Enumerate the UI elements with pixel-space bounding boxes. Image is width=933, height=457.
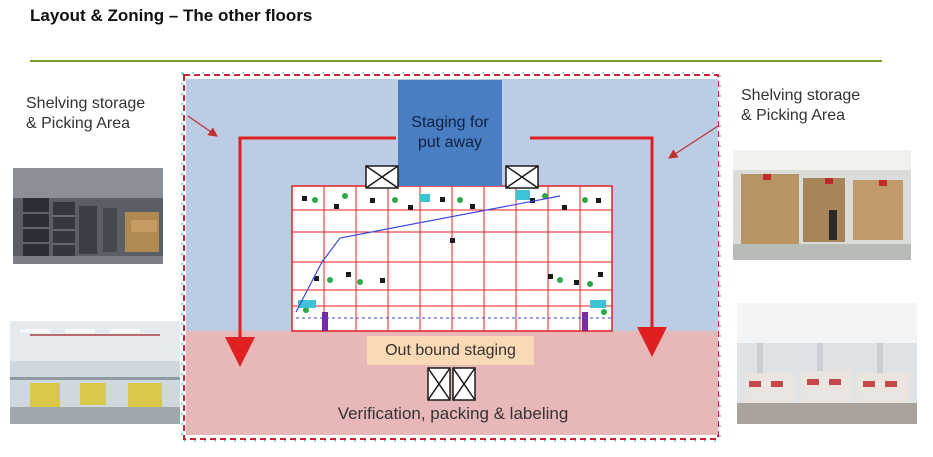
- page-title: Layout & Zoning – The other floors: [30, 6, 313, 25]
- pack-marker-left: [427, 367, 451, 401]
- verification-packing-label: Verification, packing & labeling: [337, 404, 569, 423]
- left-storage-label-line1: Shelving storage: [26, 95, 146, 112]
- empty-warehouse-photo-left: [10, 321, 180, 424]
- right-storage-label-line1: Shelving storage: [741, 87, 861, 104]
- staging-label-line2: put away: [417, 134, 483, 151]
- right-storage-label: Shelving storage & Picking Area: [741, 86, 860, 126]
- dock-marker-left: [365, 165, 399, 189]
- left-storage-label: Shelving storage & Picking Area: [26, 94, 145, 134]
- cad-grid: [291, 185, 613, 332]
- floor-plan-diagram: [181, 72, 721, 442]
- outbound-staging-zone: [367, 336, 534, 365]
- right-storage-label-line2: & Picking Area: [741, 107, 846, 124]
- shelving-warehouse-photo-left: [13, 168, 163, 264]
- pointer-arrow-left: [187, 115, 218, 137]
- staging-label-line1: Staging for: [411, 114, 489, 131]
- cad-border-marks: [181, 72, 721, 442]
- pallet-boxes-photo-right: [737, 303, 917, 424]
- dock-marker-right: [505, 165, 539, 189]
- pointer-arrow-right: [667, 125, 719, 159]
- shelving-staff-photo-right: [733, 150, 911, 260]
- pack-marker-right: [452, 367, 476, 401]
- flow-arrow-right: [530, 136, 667, 357]
- staging-put-away-zone: [398, 80, 502, 186]
- flow-arrow-left: [225, 136, 396, 367]
- outbound-staging-label: Out bound staging: [385, 342, 516, 359]
- left-storage-label-line2: & Picking Area: [26, 115, 131, 132]
- staging-put-away-label: Staging for put away: [398, 113, 502, 153]
- title-divider: [30, 60, 882, 62]
